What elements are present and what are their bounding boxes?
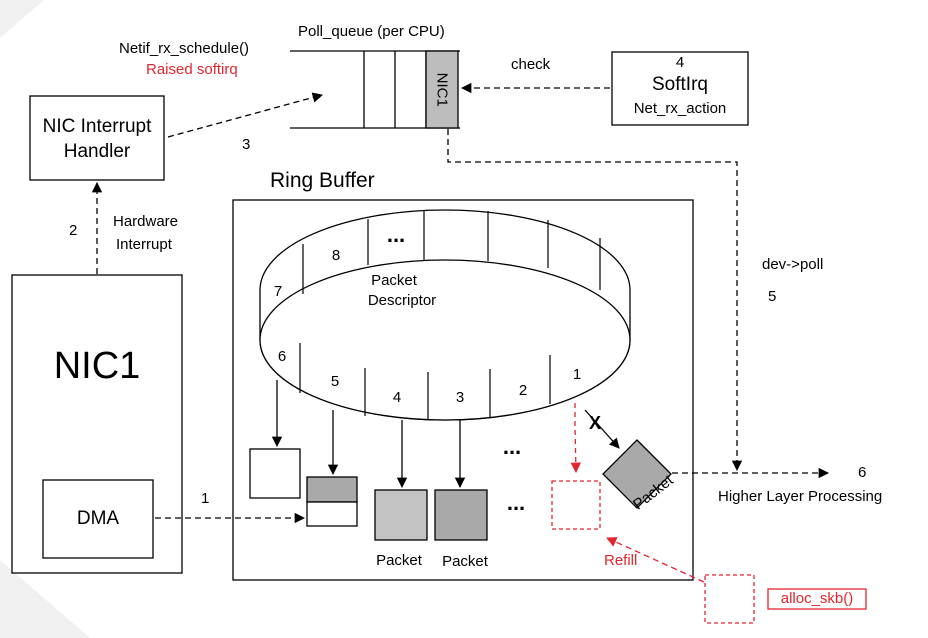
ring-cylinder <box>259 209 631 421</box>
ring-slot-8: 8 <box>331 247 341 264</box>
ring-buffer-title: Ring Buffer <box>270 169 375 192</box>
ring-slot-7: 7 <box>273 283 283 300</box>
alloc-skb-box <box>767 588 867 610</box>
dev-poll-label: dev->poll <box>762 256 824 273</box>
new-skb-buffer <box>704 574 755 624</box>
schedule-arrow <box>167 92 324 138</box>
interrupt-handler-line1: NIC Interrupt <box>42 116 152 137</box>
alloc-skb-label: alloc_skb() <box>780 590 854 607</box>
packets-ellipsis-upper: ... <box>502 434 522 459</box>
higher-layer-label: Higher Layer Processing <box>718 488 883 505</box>
corner-decoration-bottom <box>0 560 90 638</box>
outgoing-packet <box>602 439 672 509</box>
refill-label: Refill <box>604 552 638 569</box>
refill-slot-arrow <box>570 403 581 474</box>
dev-poll-arrow <box>447 129 743 472</box>
poll-queue-nic1-label: NIC1 <box>433 72 451 107</box>
ring-slot-3: 3 <box>455 389 465 406</box>
refill-arrow <box>606 537 705 583</box>
receiving-buffer-empty <box>306 501 358 527</box>
ring-slot-2: 2 <box>518 382 528 399</box>
interrupt-handler-box <box>29 95 165 181</box>
ring-slot-1: 1 <box>572 366 582 383</box>
packet-label-left: Packet <box>376 552 422 569</box>
softirq-step: 4 <box>675 54 685 71</box>
hardware-interrupt-line2: Interrupt <box>116 236 172 253</box>
packets-ellipsis-lower: ... <box>506 490 526 515</box>
receiving-buffer-filled <box>306 476 358 503</box>
dma-label: DMA <box>76 508 120 529</box>
poll-queue-title: Poll_queue (per CPU) <box>298 23 445 40</box>
corner-decoration-top <box>0 0 44 38</box>
higher-layer-step: 6 <box>858 464 867 481</box>
softirq-box <box>611 51 749 126</box>
drop-x-mark: X <box>589 413 602 433</box>
poll-queue <box>290 50 460 129</box>
raised-softirq-label: Raised softirq <box>146 61 238 78</box>
schedule-step: 3 <box>242 136 251 153</box>
nic1-title: NIC1 <box>53 345 141 387</box>
packet-buffer-left <box>374 489 428 541</box>
packet-descriptor-line1: Packet <box>371 272 417 289</box>
softirq-name: SoftIrq <box>652 74 708 95</box>
empty-buffer <box>249 448 301 499</box>
dev-poll-step: 5 <box>768 288 777 305</box>
hardware-interrupt-line1: Hardware <box>113 213 179 230</box>
hardware-interrupt-step: 2 <box>69 222 78 239</box>
slot1-release-arrow <box>584 409 620 449</box>
dma-step: 1 <box>201 490 210 507</box>
ring-slot-4: 4 <box>392 389 402 406</box>
netif-rx-schedule-label: Netif_rx_schedule() <box>119 40 250 57</box>
net-rx-action-label: Net_rx_action <box>633 100 727 117</box>
refill-buffer-slot <box>551 480 601 530</box>
packet-label-right: Packet <box>442 553 488 570</box>
check-label: check <box>511 56 551 73</box>
ring-slot-6: 6 <box>277 348 287 365</box>
interrupt-handler-line2: Handler <box>63 141 131 162</box>
ring-back-ellipsis: ... <box>386 222 406 247</box>
poll-queue-nic1-slot <box>425 50 459 129</box>
ring-slot-5: 5 <box>330 373 340 390</box>
packet-buffer-right <box>434 489 488 541</box>
packet-descriptor-line2: Descriptor <box>367 292 437 309</box>
dma-box <box>42 479 154 559</box>
